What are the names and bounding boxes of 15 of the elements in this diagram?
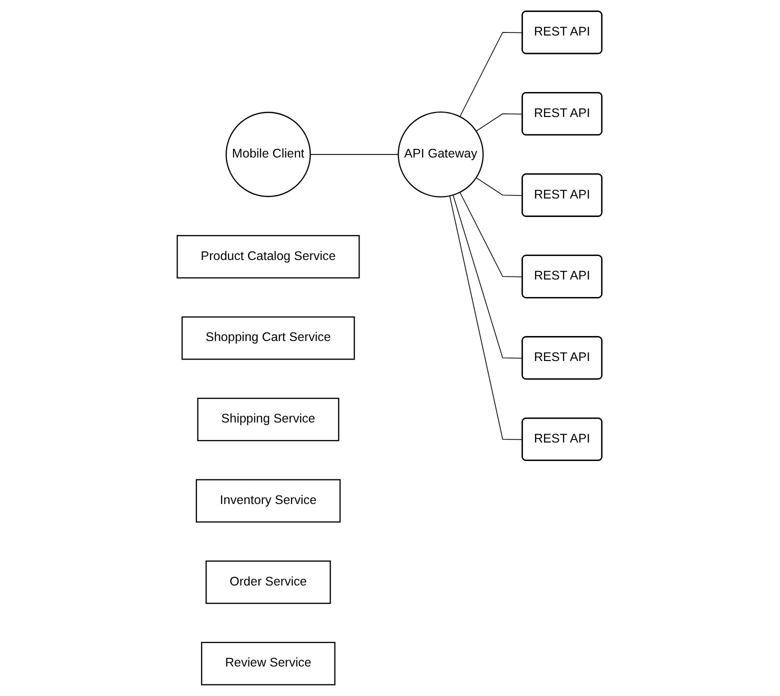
node-box: Review Service bbox=[201, 642, 336, 686]
connector bbox=[476, 113, 524, 132]
connector bbox=[460, 192, 524, 278]
connector bbox=[460, 32, 524, 118]
connector bbox=[450, 196, 524, 440]
node-box: Shipping Service bbox=[198, 398, 340, 442]
node-box: Order Service bbox=[206, 560, 332, 604]
connector bbox=[476, 177, 524, 196]
connector bbox=[453, 194, 524, 359]
node-circle: API Gateway bbox=[398, 111, 484, 198]
node-box: Shopping Cart Service bbox=[182, 316, 356, 360]
node-circle: Mobile Client bbox=[226, 112, 312, 198]
connector bbox=[310, 154, 400, 155]
node-box: Product Catalog Service bbox=[177, 235, 360, 278]
node-box: Inventory Service bbox=[196, 479, 342, 523]
